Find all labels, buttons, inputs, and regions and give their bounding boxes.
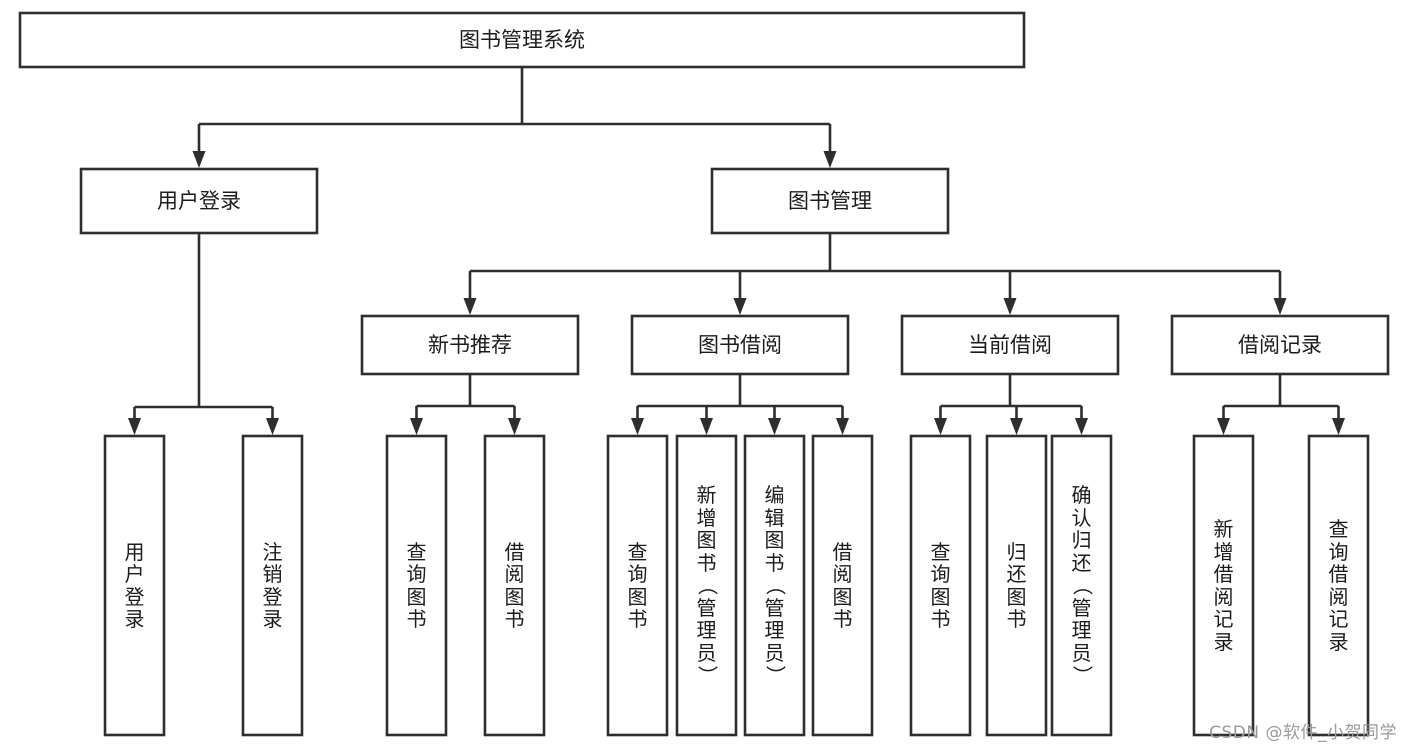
node-leaf-user-login (103, 434, 166, 737)
node-box-leaf-query-book-2 (606, 434, 669, 737)
node-box-user-login (79, 167, 319, 235)
node-box-book-borrow (630, 314, 850, 376)
node-box-current-borrow (900, 314, 1120, 376)
node-box-borrow-record (1170, 314, 1390, 376)
node-label-user-login: 用户登录 (157, 189, 241, 213)
arrow-head-icon (508, 418, 521, 435)
node-box-leaf-confirm-return-admin (1050, 434, 1113, 737)
node-box-leaf-return-book (985, 434, 1048, 737)
node-leaf-add-book-admin (675, 434, 738, 737)
node-root (18, 11, 1026, 69)
node-current-borrow (900, 314, 1120, 376)
arrow-head-icon (128, 418, 141, 435)
node-box-leaf-query-book-1 (385, 434, 448, 737)
arrow-head-icon (1217, 418, 1230, 435)
node-box-leaf-query-book-3 (909, 434, 972, 737)
node-label-book-borrow: 图书借阅 (698, 333, 782, 357)
arrow-head-icon (823, 151, 837, 168)
connectors-layer (128, 67, 1345, 435)
node-box-new-book-recommend (360, 314, 580, 376)
arrow-head-icon (768, 418, 781, 435)
arrow-head-icon (733, 298, 747, 315)
arrow-head-icon (934, 418, 947, 435)
node-box-leaf-add-book-admin (675, 434, 738, 737)
arrow-head-icon (266, 418, 279, 435)
node-box-leaf-borrow-book-2 (811, 434, 874, 737)
node-box-leaf-borrow-book-1 (483, 434, 546, 737)
node-box-leaf-add-borrow-record (1192, 434, 1255, 737)
arrow-head-icon (700, 418, 713, 435)
node-book-borrow (630, 314, 850, 376)
node-label-root: 图书管理系统 (459, 28, 585, 52)
node-leaf-borrow-book-2 (811, 434, 874, 737)
arrow-head-icon (631, 418, 644, 435)
node-label-current-borrow: 当前借阅 (968, 333, 1052, 357)
node-box-root (18, 11, 1026, 69)
node-box-leaf-query-borrow-record (1307, 434, 1370, 737)
node-label-book-manage: 图书管理 (788, 189, 872, 213)
node-leaf-add-borrow-record (1192, 434, 1255, 737)
node-box-leaf-user-login (103, 434, 166, 737)
node-leaf-query-borrow-record (1307, 434, 1370, 737)
arrow-head-icon (1075, 418, 1088, 435)
node-leaf-confirm-return-admin (1050, 434, 1113, 737)
node-leaf-user-logout (241, 434, 304, 737)
node-box-leaf-user-logout (241, 434, 304, 737)
arrow-head-icon (1332, 418, 1345, 435)
node-leaf-borrow-book-1 (483, 434, 546, 737)
arrow-head-icon (1010, 418, 1023, 435)
arrow-head-icon (192, 151, 206, 168)
node-borrow-record (1170, 314, 1390, 376)
arrow-head-icon (410, 418, 423, 435)
node-new-book-recommend (360, 314, 580, 376)
arrow-head-icon (463, 298, 477, 315)
node-box-book-manage (710, 167, 950, 235)
node-leaf-return-book (985, 434, 1048, 737)
node-label-borrow-record: 借阅记录 (1238, 333, 1322, 357)
node-book-manage (710, 167, 950, 235)
node-leaf-edit-book-admin (743, 434, 806, 737)
node-leaf-query-book-1 (385, 434, 448, 737)
node-label-new-book-recommend: 新书推荐 (428, 333, 512, 357)
arrow-head-icon (1273, 298, 1287, 315)
arrow-head-icon (836, 418, 849, 435)
node-user-login (79, 167, 319, 235)
node-leaf-query-book-3 (909, 434, 972, 737)
arrow-head-icon (1003, 298, 1017, 315)
csdn-watermark: CSDN @软件_小贺同学 (1209, 723, 1397, 743)
node-box-leaf-edit-book-admin (743, 434, 806, 737)
node-leaf-query-book-2 (606, 434, 669, 737)
